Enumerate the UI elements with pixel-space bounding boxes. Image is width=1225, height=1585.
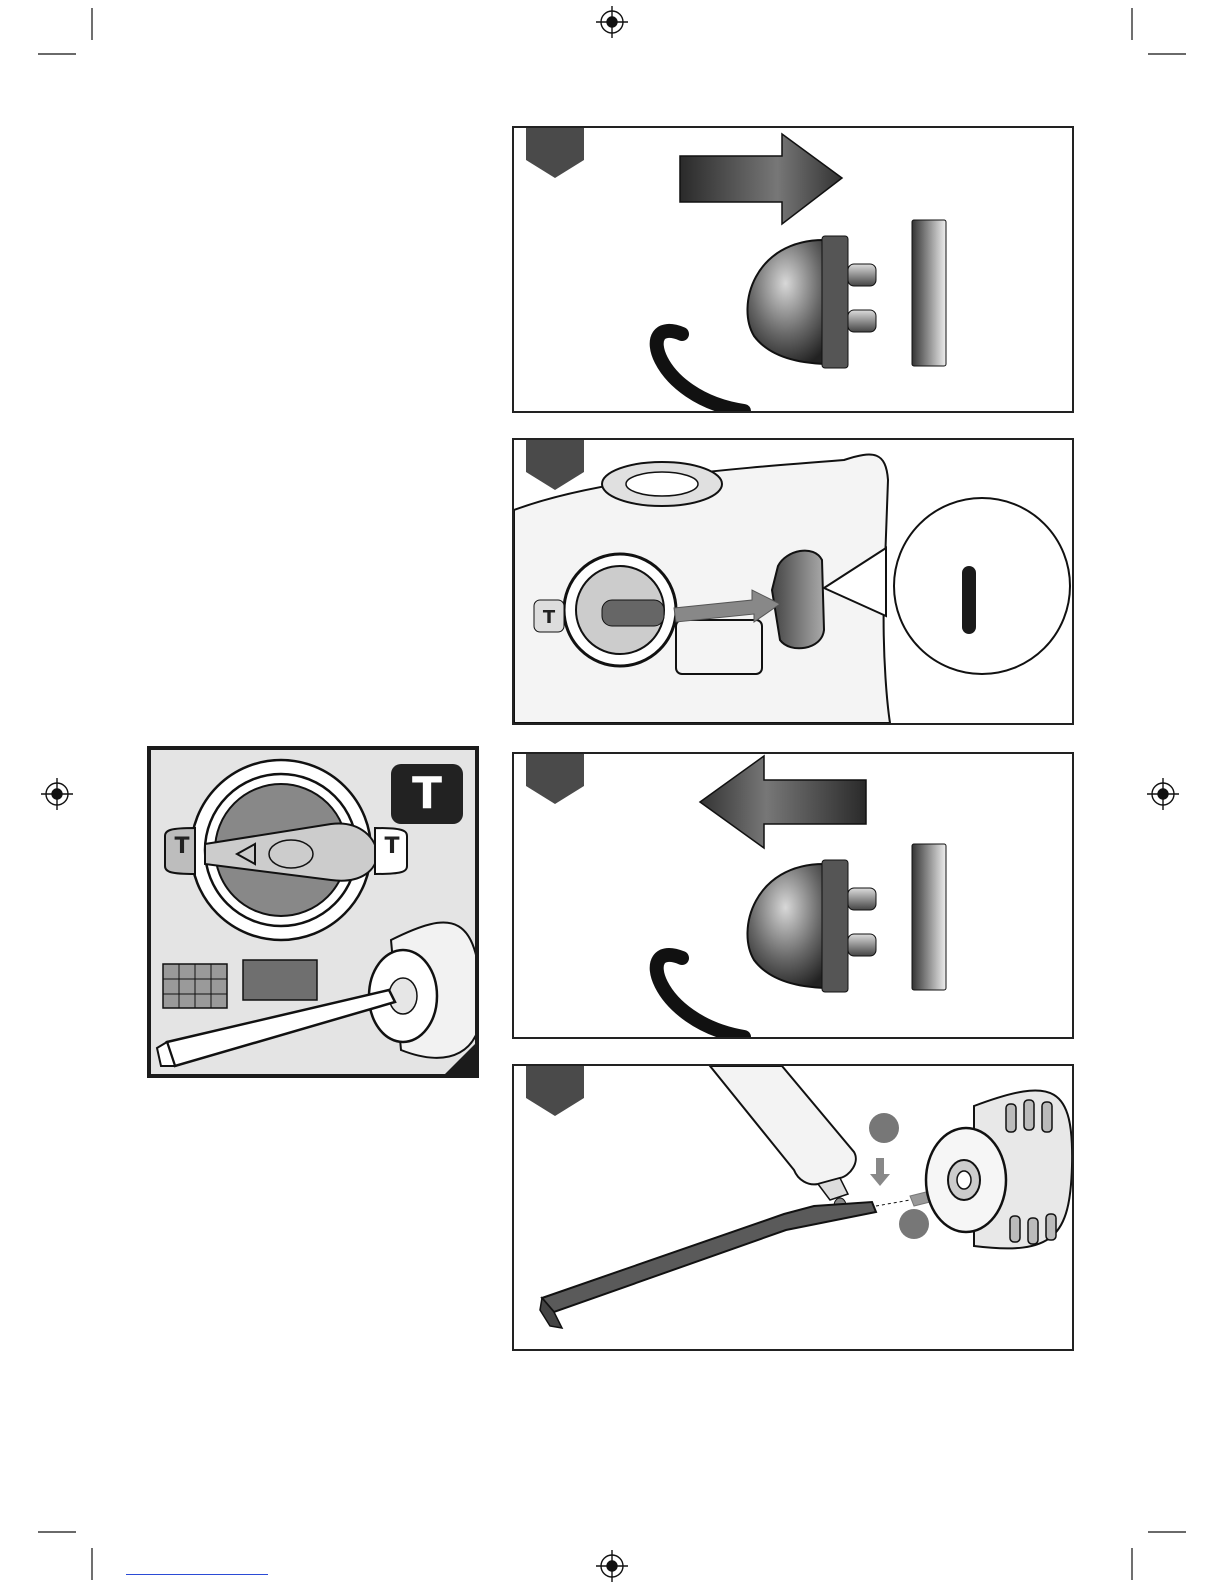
registration-mark-left — [41, 778, 73, 810]
step-tab — [526, 438, 584, 496]
selector-left-symbol: T — [169, 834, 195, 859]
step-panel-plug-in — [512, 752, 1074, 1039]
trigger-switch-icon: T — [514, 440, 1072, 723]
step-panel-switch-on: T — [512, 438, 1074, 725]
step-panel-insert-chisel — [512, 1064, 1074, 1351]
registration-mark-top — [596, 6, 628, 38]
selector-right-symbol: T — [379, 834, 405, 859]
svg-text:T: T — [543, 607, 556, 628]
step-panel-unplug — [512, 126, 1074, 413]
registration-mark-right — [1147, 778, 1179, 810]
plug-insert-arrow-icon — [514, 754, 1072, 1037]
mode-badge-symbol: T — [391, 768, 463, 820]
registration-mark-bottom — [596, 1550, 628, 1582]
plug-removal-arrow-icon — [514, 128, 1072, 411]
chisel-mode-badge: T — [391, 764, 463, 824]
footer-rule — [126, 1574, 268, 1575]
chisel-mode-illustration: T T T — [147, 746, 479, 1078]
grease-chisel-chuck-icon — [514, 1066, 1072, 1349]
